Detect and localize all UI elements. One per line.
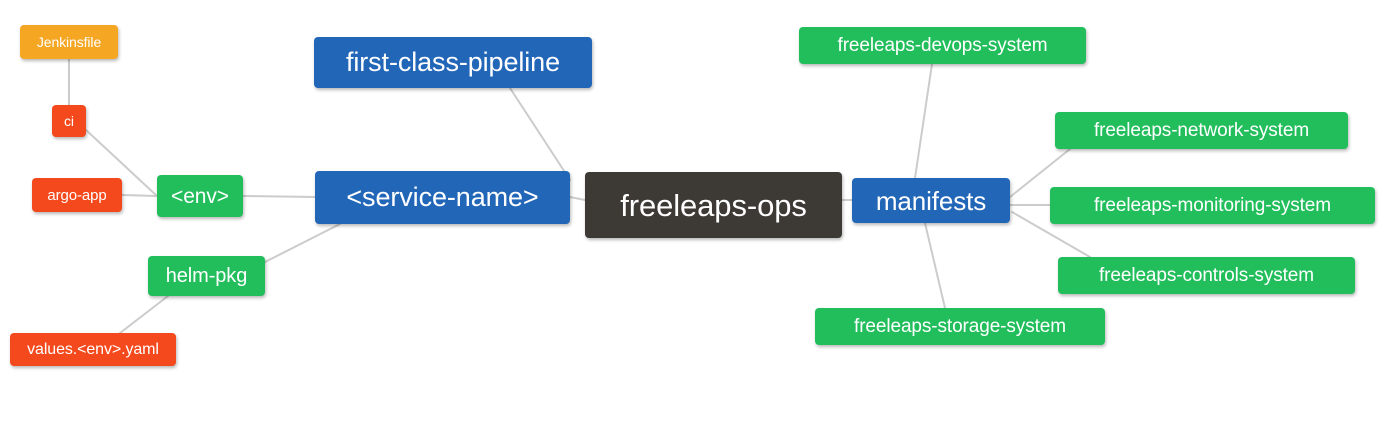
node-values-env-yaml[interactable]: values.<env>.yaml [10, 333, 176, 366]
node-first-class-pipeline[interactable]: first-class-pipeline [314, 37, 592, 88]
edge-argo-app-to-env [121, 194, 158, 197]
node-freeleaps-storage-system[interactable]: freeleaps-storage-system [815, 308, 1105, 345]
edge-helm-pkg-to-values-env-yaml [119, 295, 169, 334]
node-freeleaps-ops[interactable]: freeleaps-ops [585, 172, 842, 238]
node-env[interactable]: <env> [157, 175, 243, 217]
node-ci[interactable]: ci [52, 105, 86, 137]
node-argo-app[interactable]: argo-app [32, 178, 122, 212]
node-freeleaps-devops-system[interactable]: freeleaps-devops-system [799, 27, 1086, 64]
node-service-name[interactable]: <service-name> [315, 171, 570, 224]
edge-manifests-to-freeleaps-devops-system [914, 63, 933, 179]
node-freeleaps-monitoring-system[interactable]: freeleaps-monitoring-system [1050, 187, 1375, 224]
node-freeleaps-network-system[interactable]: freeleaps-network-system [1055, 112, 1348, 149]
edge-manifests-to-freeleaps-storage-system [924, 222, 946, 309]
node-jenkinsfile[interactable]: Jenkinsfile [20, 25, 118, 59]
node-helm-pkg[interactable]: helm-pkg [148, 256, 265, 296]
edge-service-name-to-freeleaps-ops [569, 196, 586, 201]
node-freeleaps-controls-system[interactable]: freeleaps-controls-system [1058, 257, 1355, 294]
edge-service-name-to-helm-pkg [264, 223, 341, 263]
node-manifests[interactable]: manifests [852, 178, 1010, 223]
edge-service-name-to-first-class-pipeline [509, 87, 571, 181]
edge-env-to-service-name [242, 195, 316, 198]
